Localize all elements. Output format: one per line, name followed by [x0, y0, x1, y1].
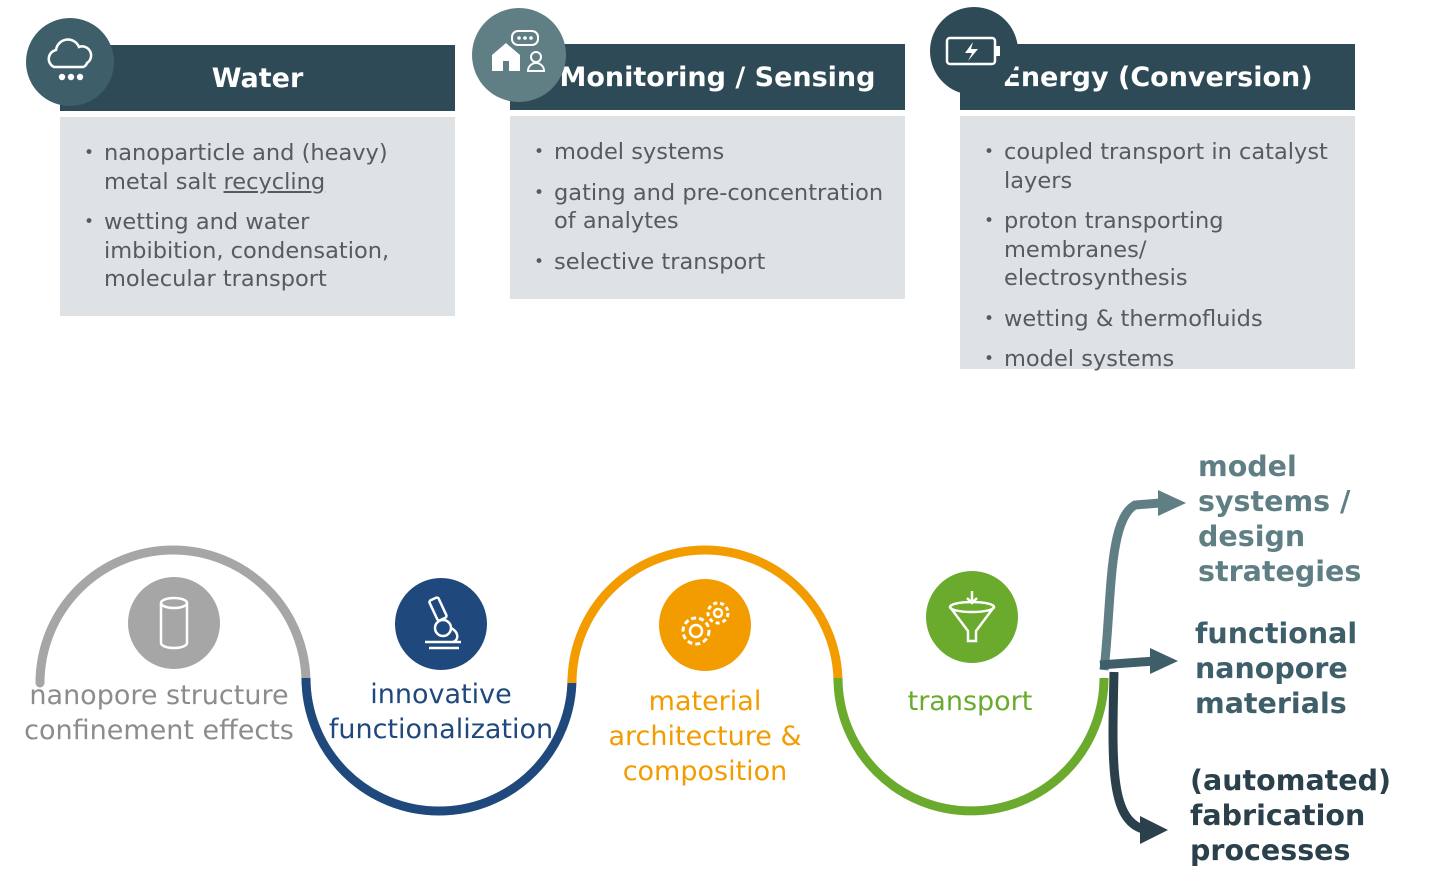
branch-arrow-fabrication — [1108, 671, 1146, 834]
list-item: model systems — [534, 138, 885, 167]
wave-segment-transport — [833, 677, 1109, 816]
wave-segment-structure — [35, 545, 311, 688]
branch-arrow-model-systems — [1099, 498, 1161, 671]
outcome-functional-materials: functional nanopore materials — [1195, 617, 1358, 720]
bullet-list: nanoparticle and (heavy) metal salt recy… — [84, 139, 435, 294]
microscope-icon — [395, 578, 487, 670]
outcome-model-systems: model systems / design strategies — [1198, 450, 1362, 588]
list-item: model systems — [984, 345, 1335, 374]
cloud-rain-icon — [26, 18, 114, 106]
list-item: wetting and water imbibition, condensati… — [84, 208, 435, 294]
list-item: wetting & thermofluids — [984, 305, 1335, 334]
list-item: proton transporting membranes/ electrosy… — [984, 207, 1335, 293]
card-body-water: nanoparticle and (heavy) metal salt recy… — [60, 117, 455, 316]
battery-charge-icon — [930, 7, 1018, 95]
card-title: Monitoring / Sensing — [559, 61, 876, 93]
list-item: gating and pre-concentration of analytes — [534, 179, 885, 236]
card-body-energy: coupled transport in catalyst layers pro… — [960, 116, 1355, 373]
underlined-word: recycling — [223, 168, 326, 195]
branch-arrow-functional-materials — [1099, 656, 1156, 670]
stage-label-material: material architecture & composition — [608, 686, 802, 787]
home-monitoring-icon — [472, 8, 566, 102]
bullet-list: model systems gating and pre-concentrati… — [534, 138, 885, 277]
funnel-icon — [926, 571, 1018, 663]
list-item: nanoparticle and (heavy) metal salt recy… — [84, 139, 435, 196]
bullet-list: coupled transport in catalyst layers pro… — [984, 138, 1335, 374]
card-title: Energy (Conversion) — [1002, 61, 1313, 93]
outcome-fabrication: (automated) fabrication processes — [1190, 764, 1392, 867]
stage-label-functionalization: innovative functionalization — [328, 679, 554, 745]
wave-segment-material — [567, 545, 843, 684]
cylinder-icon — [128, 577, 220, 669]
card-header-monitoring: Monitoring / Sensing — [510, 44, 905, 110]
list-item: selective transport — [534, 248, 885, 277]
wave-segment-functionalization — [301, 677, 577, 816]
card-title: Water — [211, 62, 304, 94]
list-item: coupled transport in catalyst layers — [984, 138, 1335, 195]
card-header-water: Water — [60, 45, 455, 111]
stage-label-structure: nanopore structure confinement effects — [24, 680, 294, 746]
stage-label-transport: transport — [907, 686, 1033, 717]
card-header-energy: Energy (Conversion) — [960, 44, 1355, 110]
gears-icon — [659, 579, 751, 671]
card-body-monitoring: model systems gating and pre-concentrati… — [510, 116, 905, 299]
